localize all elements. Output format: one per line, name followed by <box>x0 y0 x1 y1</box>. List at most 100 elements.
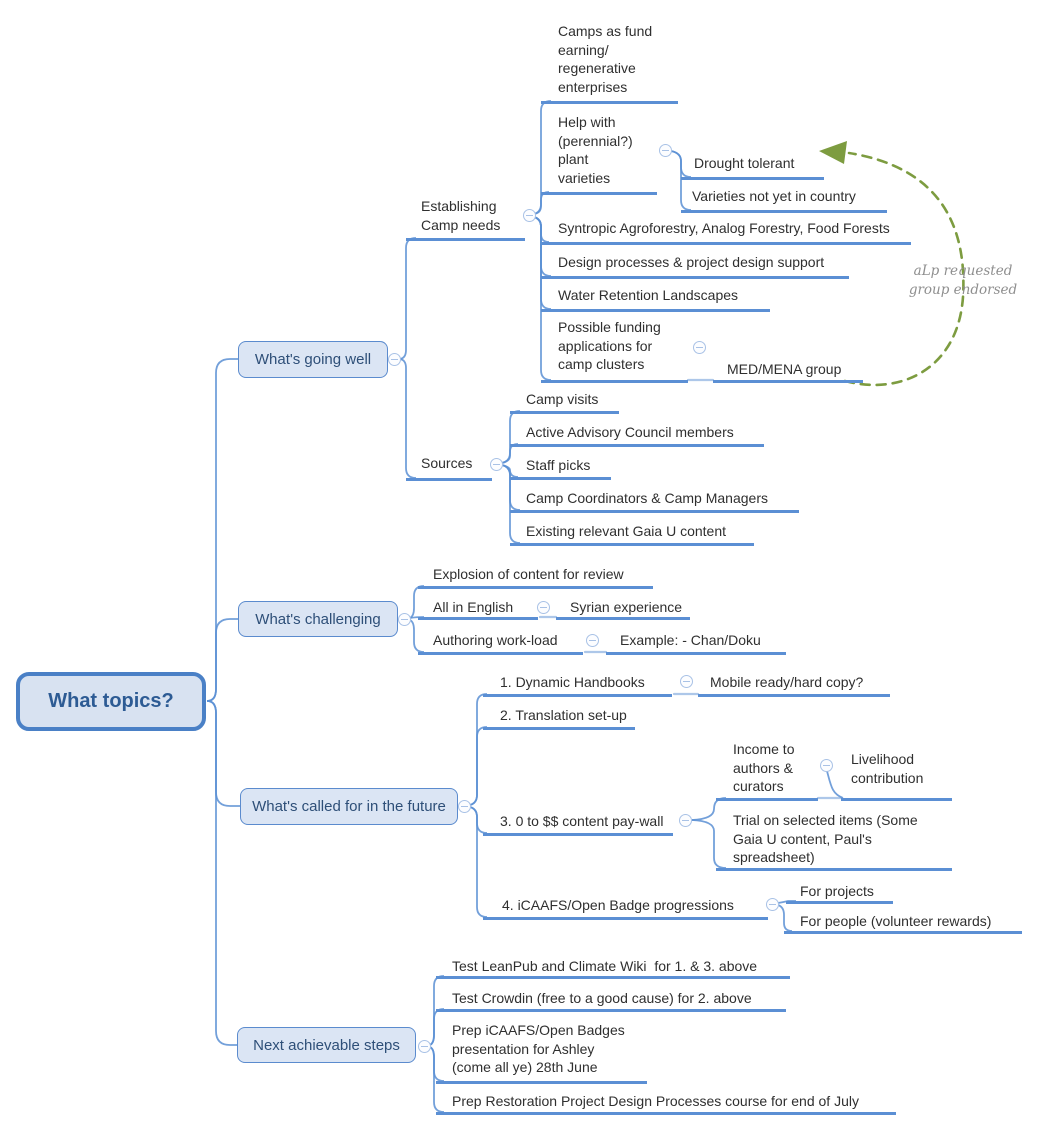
node-label: 2. Translation set-up <box>500 707 627 723</box>
node-label: Example: - Chan/Doku <box>620 632 761 648</box>
node-authoring-work-load[interactable]: Authoring work-load <box>418 631 583 655</box>
node-design-processes[interactable]: Design processes & project design suppor… <box>541 253 849 279</box>
collapse-icon[interactable] <box>398 613 411 626</box>
node-label: Syrian experience <box>570 599 683 615</box>
node-label: Authoring work-load <box>433 632 558 648</box>
node-label: Varieties not yet in country <box>692 188 856 204</box>
node-label: Active Advisory Council members <box>526 424 734 440</box>
node-for-projects[interactable]: For projects <box>786 882 893 904</box>
node-example-chan-doku[interactable]: Example: - Chan/Doku <box>606 631 786 655</box>
node-trial-on-selected-items[interactable]: Trial on selected items (Some Gaia U con… <box>716 811 952 871</box>
node-prep-restoration-course[interactable]: Prep Restoration Project Design Processe… <box>436 1092 896 1115</box>
node-syrian-experience[interactable]: Syrian experience <box>556 598 690 620</box>
collapse-icon[interactable] <box>693 341 706 354</box>
node-med-mena-group[interactable]: MED/MENA group <box>713 360 863 383</box>
collapse-icon[interactable] <box>523 209 536 222</box>
node-livelihood-contribution[interactable]: Livelihood contribution <box>841 750 952 801</box>
collapse-icon[interactable] <box>388 353 401 366</box>
collapse-icon[interactable] <box>680 675 693 688</box>
node-next-achievable-steps[interactable]: Next achievable steps <box>237 1027 416 1063</box>
node-label: Water Retention Landscapes <box>558 287 739 303</box>
node-label: MED/MENA group <box>727 361 842 377</box>
node-drought-tolerant[interactable]: Drought tolerant <box>681 154 824 180</box>
central-node-label: What topics? <box>48 690 174 712</box>
node-label: For projects <box>800 883 874 899</box>
node-test-leanpub-climate-wiki[interactable]: Test LeanPub and Climate Wiki for 1. & 3… <box>436 957 790 979</box>
collapse-icon[interactable] <box>586 634 599 647</box>
node-camps-as-fund[interactable]: Camps as fund earning/ regenerative ente… <box>541 22 678 104</box>
node-label: Prep iCAAFS/Open Badges presentation for… <box>452 1022 625 1075</box>
annotation-note[interactable]: aLp requested group endorsed <box>908 263 1018 298</box>
node-mobile-ready-hard-copy[interactable]: Mobile ready/hard copy? <box>698 673 890 697</box>
node-syntropic-agroforestry[interactable]: Syntropic Agroforestry, Analog Forestry,… <box>541 219 911 245</box>
node-staff-picks[interactable]: Staff picks <box>510 456 611 480</box>
node-camp-visits[interactable]: Camp visits <box>510 390 619 414</box>
node-label: What's called for in the future <box>252 798 446 815</box>
collapse-icon[interactable] <box>418 1040 431 1053</box>
collapse-icon[interactable] <box>766 898 779 911</box>
arrowhead-icon <box>819 141 847 164</box>
node-label: Prep Restoration Project Design Processe… <box>452 1093 859 1109</box>
node-label: Livelihood contribution <box>851 751 924 786</box>
node-label: Mobile ready/hard copy? <box>710 674 864 690</box>
node-label: Test Crowdin (free to a good cause) for … <box>452 990 752 1006</box>
node-label: Existing relevant Gaia U content <box>526 523 726 539</box>
node-whats-challenging[interactable]: What's challenging <box>238 601 398 637</box>
node-for-people-volunteer-rewards[interactable]: For people (volunteer rewards) <box>784 912 1022 934</box>
node-label: Camp Coordinators & Camp Managers <box>526 490 768 506</box>
node-camp-coordinators-managers[interactable]: Camp Coordinators & Camp Managers <box>510 489 799 513</box>
node-label: Staff picks <box>526 457 591 473</box>
node-label: Help with (perennial?) plant varieties <box>558 114 633 186</box>
node-label: Drought tolerant <box>694 155 795 171</box>
node-label: Camp visits <box>526 391 599 407</box>
node-translation-setup[interactable]: 2. Translation set-up <box>483 706 635 730</box>
collapse-icon[interactable] <box>679 814 692 827</box>
node-label: Syntropic Agroforestry, Analog Forestry,… <box>558 220 890 236</box>
annotation-arrow <box>819 141 965 387</box>
collapse-icon[interactable] <box>490 458 503 471</box>
node-icaafs-open-badge[interactable]: 4. iCAAFS/Open Badge progressions <box>483 896 768 920</box>
node-all-in-english[interactable]: All in English <box>418 598 538 620</box>
node-explosion-of-content[interactable]: Explosion of content for review <box>418 565 653 589</box>
branch-connectors <box>399 100 844 1113</box>
node-existing-gaia-u-content[interactable]: Existing relevant Gaia U content <box>510 522 754 546</box>
node-label: Design processes & project design suppor… <box>558 254 825 270</box>
node-dynamic-handbooks[interactable]: 1. Dynamic Handbooks <box>483 673 672 697</box>
node-label: 4. iCAAFS/Open Badge progressions <box>502 897 734 913</box>
node-label: 1. Dynamic Handbooks <box>500 674 645 690</box>
collapse-icon[interactable] <box>659 144 672 157</box>
node-test-crowdin[interactable]: Test Crowdin (free to a good cause) for … <box>436 989 786 1012</box>
node-possible-funding[interactable]: Possible funding applications for camp c… <box>541 318 688 383</box>
node-label: Establishing Camp needs <box>421 198 501 233</box>
collapse-icon[interactable] <box>458 800 471 813</box>
node-label: Camps as fund earning/ regenerative ente… <box>558 23 653 95</box>
collapse-icon[interactable] <box>537 601 550 614</box>
node-label: Sources <box>421 455 473 471</box>
node-label: What's challenging <box>255 610 381 628</box>
node-prep-icaafs-presentation[interactable]: Prep iCAAFS/Open Badges presentation for… <box>436 1021 647 1084</box>
node-label: All in English <box>433 599 514 615</box>
collapse-icon[interactable] <box>820 759 833 772</box>
node-label: Income to authors & curators <box>733 741 795 794</box>
node-label: Next achievable steps <box>253 1036 400 1054</box>
node-whats-going-well[interactable]: What's going well <box>238 341 388 378</box>
node-label: For people (volunteer rewards) <box>800 913 992 929</box>
node-label: 3. 0 to $$ content pay-wall <box>500 813 664 829</box>
node-varieties-not-in-country[interactable]: Varieties not yet in country <box>681 187 887 213</box>
trunk-connectors <box>206 358 240 1046</box>
node-whats-called-for-future[interactable]: What's called for in the future <box>240 788 458 825</box>
central-node[interactable]: What topics? <box>16 672 206 731</box>
node-label: Possible funding applications for camp c… <box>558 319 661 372</box>
node-label: What's going well <box>254 351 372 368</box>
node-water-retention-landscapes[interactable]: Water Retention Landscapes <box>541 286 770 312</box>
node-label: Test LeanPub and Climate Wiki for 1. & 3… <box>452 958 758 974</box>
node-content-pay-wall[interactable]: 3. 0 to $$ content pay-wall <box>483 812 673 836</box>
node-income-to-authors[interactable]: Income to authors & curators <box>716 740 818 801</box>
node-establishing-camp-needs[interactable]: Establishing Camp needs <box>406 197 525 241</box>
node-help-with-plant-varieties[interactable]: Help with (perennial?) plant varieties <box>541 113 657 195</box>
node-advisory-council-members[interactable]: Active Advisory Council members <box>510 423 764 447</box>
node-label: Trial on selected items (Some Gaia U con… <box>733 812 918 865</box>
node-sources[interactable]: Sources <box>406 454 492 481</box>
